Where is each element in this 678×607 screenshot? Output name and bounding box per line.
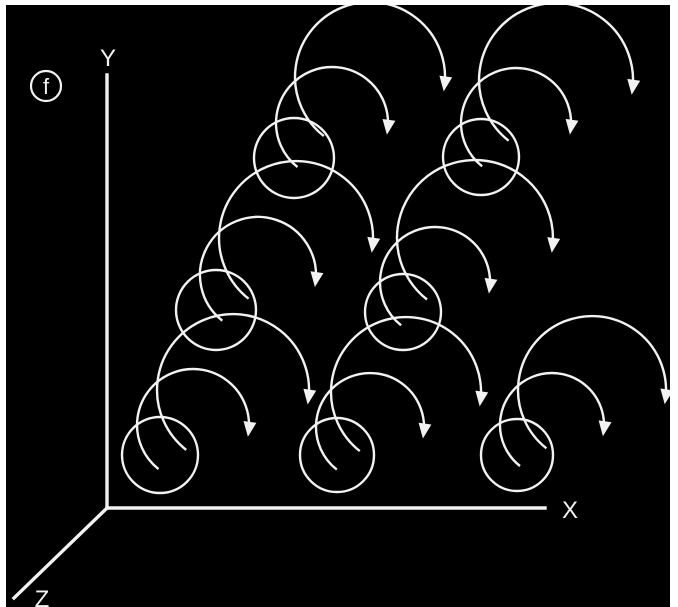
panel-label-ring bbox=[29, 69, 63, 103]
middle-arc bbox=[198, 215, 318, 322]
cluster-bottom-right bbox=[479, 314, 670, 493]
arrowhead-icon bbox=[310, 271, 324, 287]
y-axis-label: Y bbox=[100, 45, 116, 72]
arrowhead-icon bbox=[382, 119, 396, 135]
arrowhead-icon bbox=[627, 78, 641, 95]
middle-arc bbox=[135, 367, 251, 471]
z-axis-line bbox=[11, 505, 110, 601]
arrowhead-icon bbox=[475, 390, 489, 407]
panel-label-text: f bbox=[43, 74, 50, 99]
arrowhead-icon bbox=[565, 118, 579, 135]
middle-arc bbox=[498, 371, 606, 467]
arrowhead-icon bbox=[598, 420, 612, 437]
large-arc bbox=[217, 159, 375, 300]
diagram-panel: f Y X Z bbox=[6, 5, 670, 607]
middle-arc bbox=[459, 66, 573, 168]
small-circle bbox=[479, 417, 555, 493]
z-axis-label: Z bbox=[35, 586, 50, 607]
large-arc bbox=[395, 158, 555, 301]
large-arc bbox=[329, 315, 483, 453]
middle-arc bbox=[314, 371, 426, 471]
large-arc bbox=[477, 5, 635, 142]
arrowhead-icon bbox=[660, 388, 670, 405]
middle-arc bbox=[274, 65, 390, 169]
small-circle bbox=[174, 268, 258, 352]
arrowhead-icon bbox=[547, 237, 561, 253]
arrowhead-icon bbox=[243, 421, 257, 437]
cluster-bottom-left bbox=[120, 312, 317, 495]
small-circle bbox=[298, 416, 376, 494]
axes: Y X Z bbox=[11, 45, 578, 607]
panel-label: f bbox=[29, 69, 63, 103]
cluster-bottom-middle bbox=[298, 315, 489, 494]
cluster-middle-right bbox=[363, 158, 561, 352]
large-arc bbox=[516, 314, 668, 450]
cluster-middle-left bbox=[174, 159, 381, 352]
small-circle bbox=[441, 117, 521, 197]
small-circle bbox=[363, 272, 443, 352]
arrowhead-icon bbox=[439, 75, 453, 92]
small-circle bbox=[252, 116, 336, 200]
small-circle bbox=[120, 415, 200, 495]
arrowhead-icon bbox=[367, 236, 381, 253]
circles-diagram: f Y X Z bbox=[11, 5, 670, 607]
x-axis-label: X bbox=[562, 497, 578, 524]
large-arc bbox=[293, 5, 447, 138]
circle-clusters bbox=[120, 5, 670, 495]
cluster-top-left bbox=[252, 5, 453, 200]
large-arc bbox=[155, 312, 311, 451]
arrowhead-icon bbox=[418, 422, 432, 439]
middle-arc bbox=[378, 225, 492, 327]
cluster-top-right bbox=[441, 5, 641, 197]
arrowhead-icon bbox=[484, 277, 498, 294]
arrowhead-icon bbox=[303, 388, 317, 405]
